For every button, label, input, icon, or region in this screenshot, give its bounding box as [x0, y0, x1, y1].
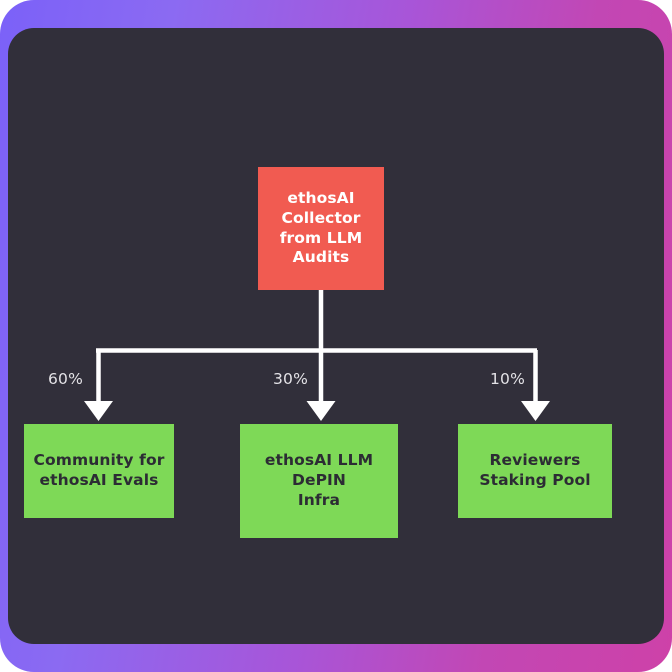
arrowhead-right	[521, 401, 550, 421]
arrowhead-left	[84, 401, 113, 421]
edge-label-share-10: 10%	[490, 370, 526, 388]
node-target-community-evals[interactable]: Community for ethosAI Evals	[24, 424, 174, 518]
arrowhead-center	[306, 401, 336, 421]
diagram-panel	[8, 28, 664, 644]
node-target-depin-infra[interactable]: ethosAI LLM DePIN Infra	[240, 424, 398, 538]
node-target-reviewers-staking-pool[interactable]: Reviewers Staking Pool	[458, 424, 612, 518]
edge-label-share-30: 30%	[273, 370, 309, 388]
edge-label-share-60: 60%	[48, 370, 84, 388]
node-source-ethosai-collector[interactable]: ethosAI Collector from LLM Audits	[258, 167, 384, 290]
